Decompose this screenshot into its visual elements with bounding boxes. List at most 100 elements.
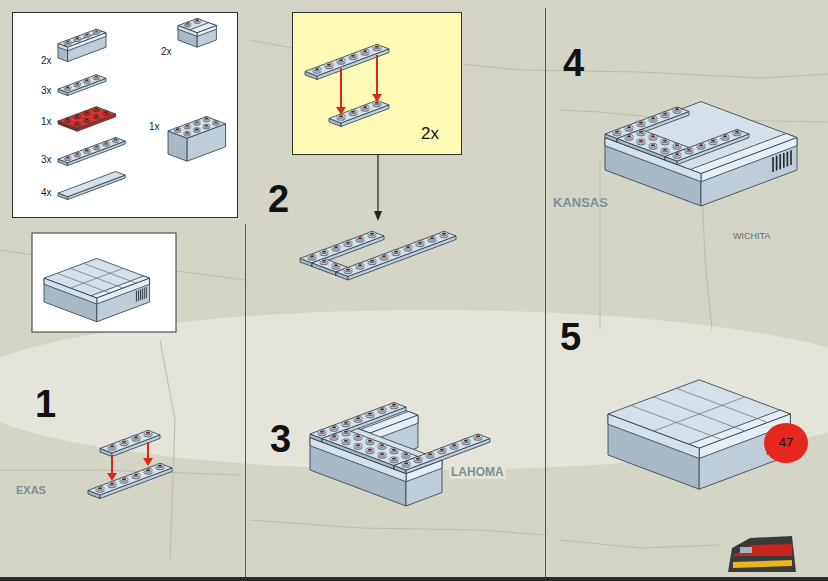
stud-top: [462, 439, 470, 443]
stud-mark: [351, 111, 356, 113]
map-road: [560, 540, 720, 548]
stud-top: [83, 33, 90, 36]
stud-mark: [104, 142, 108, 144]
stud-top: [64, 156, 71, 159]
stud-mark: [351, 55, 356, 57]
stud-top: [356, 263, 364, 267]
stud: [378, 443, 386, 449]
stud-top: [93, 107, 100, 110]
step-number: 3: [270, 420, 291, 460]
stud-top: [64, 40, 71, 43]
stud-top: [354, 443, 362, 447]
stud: [194, 19, 201, 24]
stud: [93, 114, 100, 119]
lego-brick: [322, 430, 418, 470]
stud-mark: [186, 23, 190, 25]
stud-top: [637, 121, 645, 125]
callout-arrow: [377, 155, 378, 212]
stud-top: [440, 232, 448, 236]
stud-mark: [332, 426, 337, 428]
stud: [74, 152, 81, 157]
callout-fill: [292, 12, 462, 155]
stud-mark: [416, 458, 421, 460]
stud-mark: [205, 118, 209, 120]
stud-top: [404, 245, 412, 249]
stud: [64, 86, 71, 91]
grille-slot: [142, 289, 143, 300]
map-road: [160, 340, 175, 560]
stud-mark: [185, 125, 189, 127]
stud: [318, 430, 326, 436]
stud-top: [378, 452, 386, 456]
stud-mark: [406, 246, 411, 248]
stud-top: [438, 448, 446, 452]
stud-top: [685, 148, 693, 152]
stud: [93, 75, 100, 80]
stud-top: [625, 134, 633, 138]
train-icon: [728, 536, 796, 572]
brick-top-face: [168, 117, 226, 139]
stud-top: [64, 118, 71, 121]
stud-top: [318, 430, 326, 434]
stud: [637, 130, 645, 136]
stud-top: [649, 143, 657, 147]
stud-top: [378, 407, 386, 411]
quantity-label: 1x: [149, 121, 160, 132]
stud-top: [74, 37, 81, 40]
stud: [83, 111, 90, 116]
stud-mark: [476, 435, 481, 437]
stud-mark: [370, 233, 375, 235]
stud: [64, 118, 71, 123]
stud-mark: [464, 440, 469, 442]
stud-top: [332, 263, 340, 267]
lego-brick: [58, 75, 106, 96]
curved-edge: [608, 414, 699, 458]
stud: [721, 134, 729, 140]
stud: [64, 156, 71, 161]
stud-mark: [95, 30, 99, 32]
stud-top: [112, 138, 119, 141]
stud-mark: [639, 122, 644, 124]
stud: [661, 139, 669, 145]
stud-mark: [75, 37, 79, 39]
stud: [313, 67, 321, 73]
stud-mark: [380, 444, 385, 446]
stud-mark: [651, 135, 656, 137]
stud-mark: [85, 119, 89, 121]
stud-top: [637, 139, 645, 143]
stud-top: [108, 482, 116, 486]
stud-mark: [639, 131, 644, 133]
stud-top: [194, 19, 201, 22]
stud-mark: [651, 117, 656, 119]
stud-top: [337, 58, 345, 62]
lego-brick: [168, 117, 226, 162]
stud-top: [193, 120, 200, 123]
stud-mark: [699, 144, 704, 146]
stud-top: [74, 114, 81, 117]
curved-edge: [197, 26, 216, 37]
stud-mark: [104, 111, 108, 113]
stud-mark: [85, 111, 89, 113]
red-arrowhead: [372, 94, 382, 102]
lego-brick: [100, 430, 160, 456]
stud-mark: [176, 128, 180, 130]
lego-models: [44, 18, 797, 506]
stud-top: [64, 86, 71, 89]
stud-mark: [368, 413, 373, 415]
stud-mark: [358, 237, 363, 239]
tile-seam: [654, 397, 745, 431]
stud-mark: [85, 34, 89, 36]
stud-mark: [442, 233, 447, 235]
stud-mark: [344, 431, 349, 433]
stud-mark: [185, 132, 189, 134]
train-stripe: [732, 544, 792, 556]
train-body: [728, 536, 796, 572]
stud-top: [203, 124, 210, 127]
stud-mark: [310, 255, 315, 257]
stud-mark: [134, 436, 139, 438]
stud: [356, 236, 364, 242]
stud-top: [661, 139, 669, 143]
stud-top: [184, 22, 191, 25]
